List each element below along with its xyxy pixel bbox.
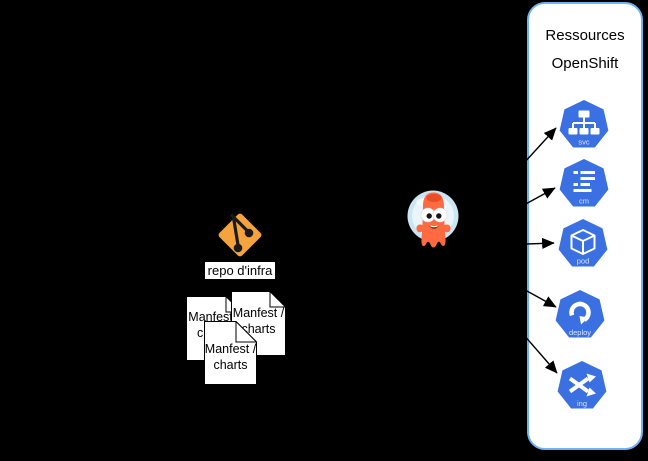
service-label: svc: [578, 138, 590, 147]
service-icon: svc: [559, 100, 609, 148]
ingress-icon: ing: [557, 361, 607, 409]
deployment-label: deploy: [569, 328, 591, 337]
configmap-icon: cm: [559, 159, 609, 207]
git-icon: [218, 213, 262, 257]
ingress-label: ing: [577, 399, 587, 408]
configmap-label: cm: [579, 197, 589, 206]
document-label: Manfest / charts: [232, 306, 285, 336]
panel-title-line2: OpenShift: [551, 55, 619, 72]
git-repo-label: repo d'infra: [205, 262, 275, 279]
resource-deployment: deploy: [555, 290, 605, 340]
resource-service: svc: [559, 100, 609, 150]
pod-label: pod: [577, 257, 590, 266]
panel-title-line1: Ressources: [545, 27, 625, 44]
resource-configmap: cm: [559, 159, 609, 209]
argocd-octopus-icon: [407, 190, 459, 248]
pod-icon: pod: [558, 219, 608, 267]
document-icon: [204, 321, 257, 385]
resource-pod: pod: [558, 219, 608, 269]
manifest-document-3: Manfest / charts: [204, 321, 257, 385]
deployment-icon: deploy: [555, 290, 605, 338]
resource-ingress: ing: [557, 361, 607, 411]
document-label: Manfest / charts: [204, 342, 257, 372]
